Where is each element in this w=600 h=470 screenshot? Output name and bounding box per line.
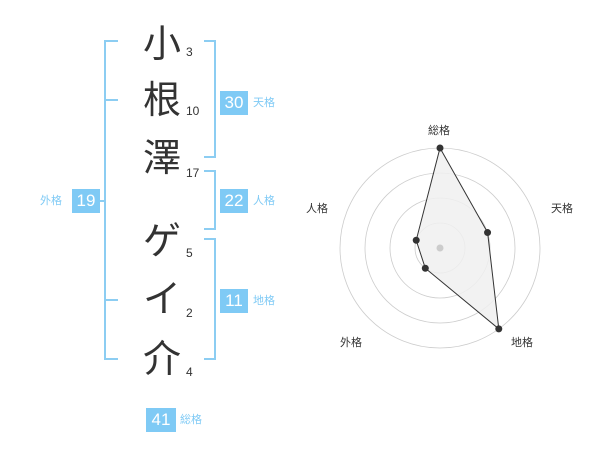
jinkaku-bracket <box>204 170 216 230</box>
tenkaku-label: 天格 <box>253 96 275 109</box>
stroke-count-6: 4 <box>186 365 193 379</box>
name-char-3: 澤 <box>142 136 181 180</box>
soukaku-value: 41 <box>146 408 176 432</box>
chikaku-bracket <box>204 238 216 360</box>
radar-axis-label: 外格 <box>340 336 362 349</box>
radar-data-point <box>484 229 492 237</box>
tenkaku-value: 30 <box>220 91 248 115</box>
name-char-1: 小 <box>142 22 181 66</box>
name-char-6: 介 <box>142 337 181 381</box>
chikaku-value: 11 <box>220 289 248 313</box>
radar-data-point <box>412 236 420 244</box>
name-char-4: ゲ <box>142 219 181 263</box>
jinkaku-value: 22 <box>220 189 248 213</box>
name-char-5: イ <box>142 277 181 321</box>
radar-center-dot <box>436 244 444 252</box>
stroke-count-5: 2 <box>186 306 193 320</box>
radar-data-point <box>421 264 429 272</box>
radar-axis-label: 人格 <box>306 202 328 215</box>
radar-data-area <box>415 146 500 331</box>
stroke-count-3: 17 <box>186 166 200 180</box>
gaikaku-bracket-tick <box>104 299 118 301</box>
gaikaku-bracket-tick <box>104 99 118 101</box>
gaikaku-label: 外格 <box>40 194 62 207</box>
tenkaku-bracket <box>204 40 216 158</box>
jinkaku-label: 人格 <box>253 194 275 207</box>
stroke-count-2: 10 <box>186 104 200 118</box>
soukaku-label: 総格 <box>180 413 202 426</box>
gaikaku-value: 19 <box>72 189 100 213</box>
chikaku-label: 地格 <box>253 294 275 307</box>
radar-axis-label: 地格 <box>511 336 533 349</box>
radar-data-point <box>495 325 503 333</box>
gaikaku-bracket-stub <box>96 200 106 202</box>
name-char-2: 根 <box>142 78 181 122</box>
stroke-count-1: 3 <box>186 45 193 59</box>
stroke-count-4: 5 <box>186 246 193 260</box>
radar-axis-label: 総格 <box>428 124 450 137</box>
radar-data-point <box>436 144 444 152</box>
radar-axis-label: 天格 <box>551 202 573 215</box>
